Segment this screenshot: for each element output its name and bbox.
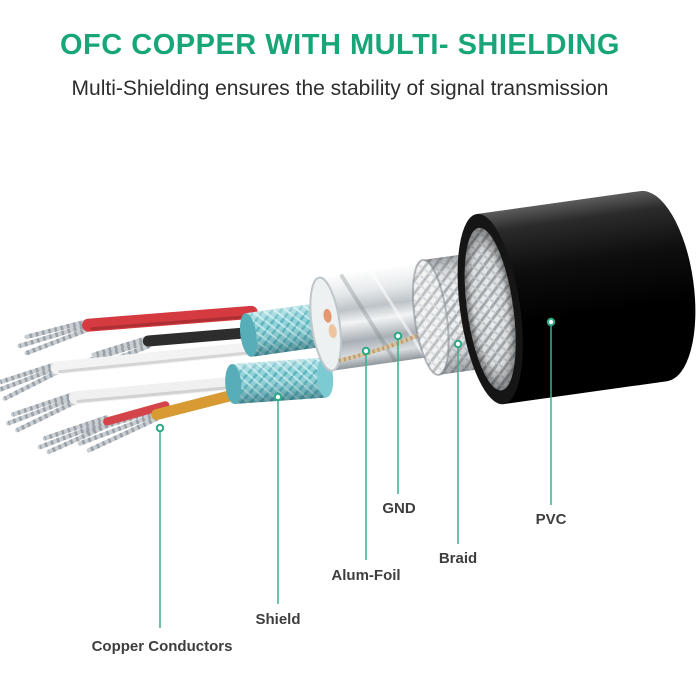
callout-dot-alum-foil <box>361 346 371 356</box>
callout-label-copper-conductors: Copper Conductors <box>91 638 233 655</box>
page-subtitle: Multi-Shielding ensures the stability of… <box>71 76 609 100</box>
callout-dot-braid <box>453 339 463 349</box>
callout-label-shield: Shield <box>255 611 301 628</box>
leader-dots <box>155 317 556 433</box>
copper-strands-graphic <box>0 318 160 455</box>
header: OFC COPPER WITH MULTI- SHIELDING Multi-S… <box>10 29 670 101</box>
callout-label-gnd: GND <box>382 500 416 517</box>
leader-lines <box>159 325 552 628</box>
callout-label-pvc: PVC <box>535 511 567 528</box>
callout-dot-gnd <box>393 331 403 341</box>
callout-dot-shield <box>273 392 283 402</box>
callout-label-alum-foil: Alum-Foil <box>331 567 401 584</box>
callout-dot-pvc <box>546 317 556 327</box>
pvc-jacket-graphic <box>457 190 696 405</box>
inner-wires-graphic <box>50 305 261 426</box>
page-title: OFC COPPER WITH MULTI- SHIELDING <box>60 29 620 61</box>
callout-label-braid: Braid <box>438 550 478 567</box>
callout-dot-copper-conductors <box>155 423 165 433</box>
